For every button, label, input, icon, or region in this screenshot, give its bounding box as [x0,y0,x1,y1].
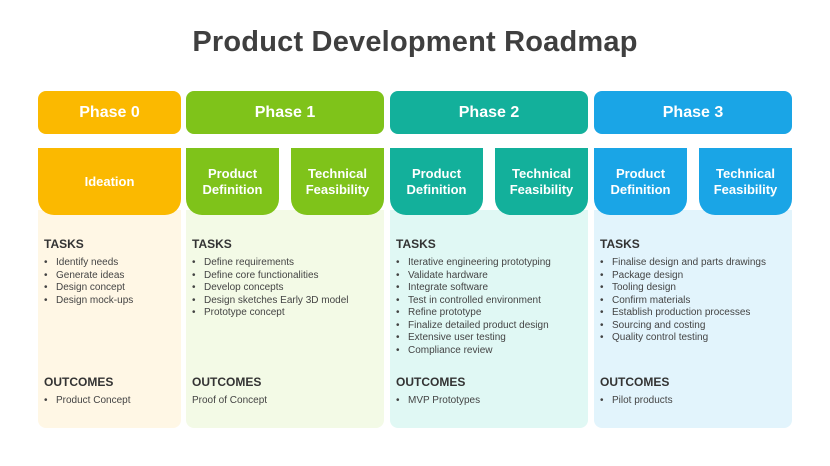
page-title: Product Development Roadmap [192,26,638,58]
task-item: Generate ideas [44,270,133,283]
stage-box: Product Definition [594,148,687,215]
outcome-item: MVP Prototypes [396,395,480,408]
task-item: Integrate software [396,282,551,295]
outcomes-list: Proof of Concept [192,395,267,408]
phase-column-background [38,210,181,428]
task-item: Refine prototype [396,307,551,320]
outcome-item: Proof of Concept [192,395,268,406]
stage-box: Technical Feasibility [699,148,792,215]
stage-box: Product Definition [186,148,279,215]
task-item: Extensive user testing [396,332,551,345]
outcomes-list: MVP Prototypes [396,395,480,408]
task-item: Compliance review [396,345,551,358]
task-item: Prototype concept [192,307,349,320]
tasks-list: Identify needsGenerate ideasDesign conce… [44,257,133,307]
task-item: Establish production processes [600,307,766,320]
task-item: Tooling design [600,282,766,295]
outcomes-heading: OUTCOMES [192,375,262,389]
tasks-heading: TASKS [396,237,436,251]
phase-header: Phase 2 [390,91,588,134]
task-item: Package design [600,270,766,283]
task-item: Validate hardware [396,270,551,283]
task-item: Sourcing and costing [600,320,766,333]
task-item: Finalise design and parts drawings [600,257,766,270]
stage-box: Technical Feasibility [291,148,384,215]
tasks-list: Finalise design and parts drawingsPackag… [600,257,766,345]
tasks-heading: TASKS [44,237,84,251]
outcome-item: Product Concept [44,395,131,408]
task-item: Develop concepts [192,282,349,295]
task-item: Confirm materials [600,295,766,308]
task-item: Identify needs [44,257,133,270]
tasks-list: Iterative engineering prototypingValidat… [396,257,551,357]
task-item: Test in controlled environment [396,295,551,308]
task-item: Design mock-ups [44,295,133,308]
outcomes-heading: OUTCOMES [600,375,670,389]
outcomes-list: Product Concept [44,395,131,408]
task-item: Finalize detailed product design [396,320,551,333]
task-item: Quality control testing [600,332,766,345]
phase-header: Phase 1 [186,91,384,134]
phase-header: Phase 0 [38,91,181,134]
task-item: Define core functionalities [192,270,349,283]
outcome-item: Pilot products [600,395,673,408]
tasks-list: Define requirementsDefine core functiona… [192,257,349,320]
tasks-heading: TASKS [192,237,232,251]
tasks-heading: TASKS [600,237,640,251]
task-item: Design concept [44,282,133,295]
outcomes-list: Pilot products [600,395,673,408]
stage-box: Product Definition [390,148,483,215]
outcomes-heading: OUTCOMES [44,375,114,389]
task-item: Define requirements [192,257,349,270]
task-item: Iterative engineering prototyping [396,257,551,270]
outcomes-heading: OUTCOMES [396,375,466,389]
stage-box: Ideation [38,148,181,215]
phase-header: Phase 3 [594,91,792,134]
stage-box: Technical Feasibility [495,148,588,215]
task-item: Design sketches Early 3D model [192,295,349,308]
